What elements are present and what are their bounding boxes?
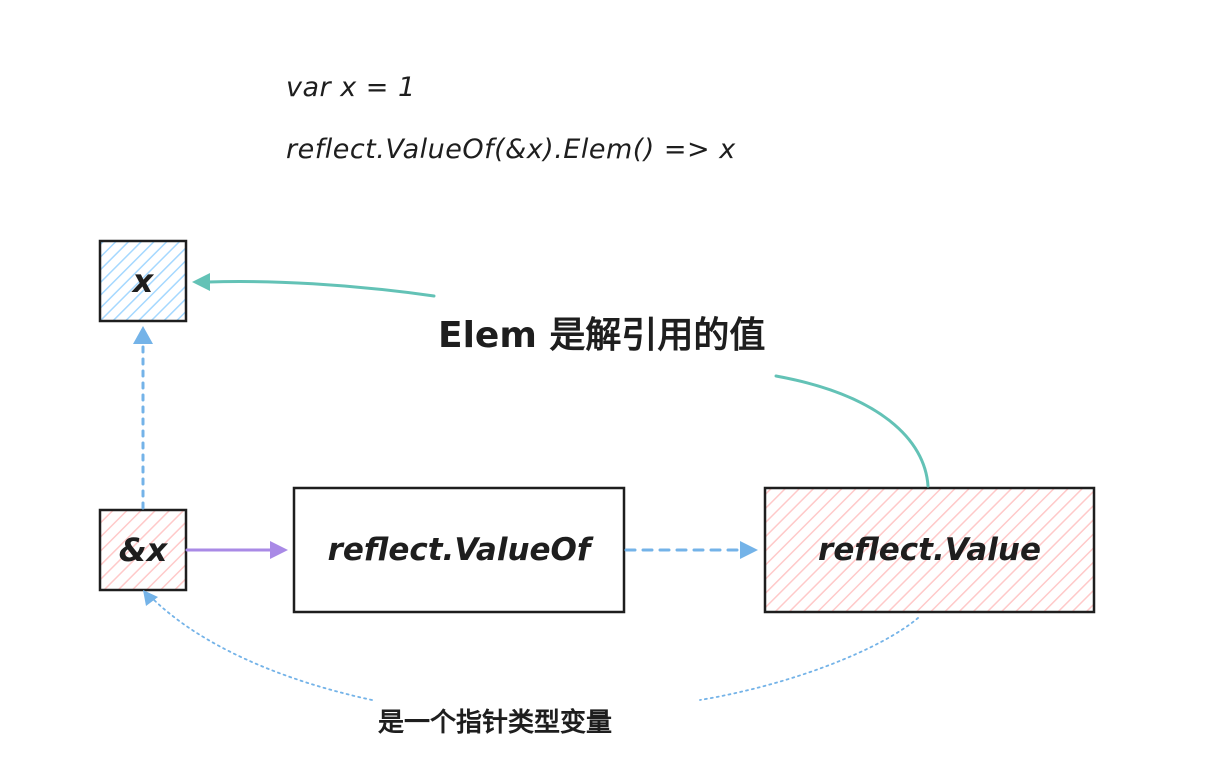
code-line-2: reflect.ValueOf(&x).Elem() => x	[286, 134, 736, 165]
arrow-value-to-ref	[143, 590, 919, 701]
box-x	[98, 239, 188, 323]
arrow-ref-to-x	[133, 326, 153, 510]
box-value	[763, 486, 1096, 614]
code-line-1: var x = 1	[286, 72, 416, 103]
arrow-ref-to-valueof	[185, 541, 288, 559]
curve-value-to-label	[774, 374, 930, 488]
node-ref-x-label: &x	[118, 531, 168, 569]
arrow-valueof-to-value	[624, 541, 758, 559]
node-x-label: x	[132, 262, 154, 300]
elem-annotation: Elem 是解引用的值	[438, 315, 766, 356]
box-valueof	[292, 486, 626, 614]
node-valueof-label: reflect.ValueOf	[327, 532, 591, 568]
pointer-annotation: 是一个指针类型变量	[378, 708, 613, 738]
arrow-label-to-x	[192, 273, 436, 298]
node-value-label: reflect.Value	[818, 532, 1041, 568]
box-ref-x	[98, 508, 188, 592]
